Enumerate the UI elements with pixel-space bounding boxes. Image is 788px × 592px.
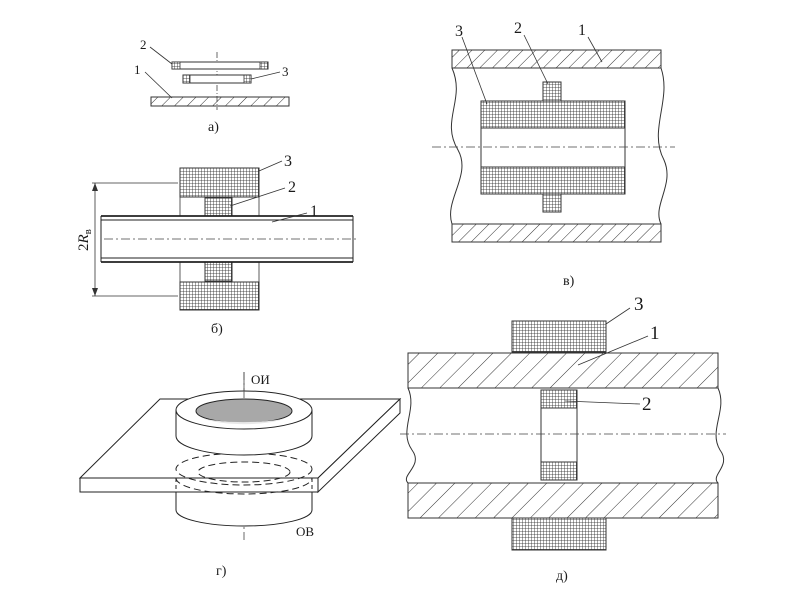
label-2: 2: [514, 20, 522, 37]
label-oi: ОИ: [251, 372, 270, 387]
label-1: 1: [578, 22, 586, 39]
label-ov: ОВ: [296, 524, 314, 539]
coil-3-bottom: [179, 281, 260, 311]
coil-2-bottom: [540, 461, 578, 481]
dim-arrow-bottom: [92, 288, 98, 296]
plate-2: [171, 61, 269, 70]
plate-3-right-end: [243, 74, 252, 84]
wall-bottom-1: [451, 223, 662, 243]
break-line-right: [657, 67, 668, 225]
leader-1: [271, 212, 308, 223]
leader-3: [250, 71, 281, 80]
label-1: 1: [134, 62, 141, 77]
leader-1: [587, 36, 603, 63]
coil-ov-top-dashed: [175, 452, 313, 486]
coil-2-top: [204, 197, 233, 217]
coil-3-bottom: [480, 166, 626, 195]
figure-g: ОИ ОВ г): [78, 372, 402, 579]
caption-g: г): [216, 564, 227, 579]
coil-3-top: [179, 167, 260, 198]
leader-3: [605, 307, 631, 325]
break-line-left: [405, 387, 416, 484]
wall-top-1: [451, 49, 662, 69]
leader-3: [461, 36, 488, 105]
figure-d: 3 1 2 д): [400, 294, 726, 584]
base-plate-1: [150, 96, 290, 107]
caption-d: д): [556, 569, 568, 584]
coil-2-top: [542, 81, 562, 102]
coil-oi-inner-wall: [202, 418, 286, 425]
plate-3: [182, 74, 252, 84]
label-2: 2: [288, 179, 296, 196]
label-3: 3: [455, 23, 463, 40]
caption-b: б): [211, 322, 223, 337]
coil-2-top: [540, 389, 578, 409]
leader-2: [564, 400, 641, 405]
coil-3-top: [480, 100, 626, 129]
caption-a: а): [208, 120, 219, 135]
leader-3: [258, 160, 283, 172]
plate-3-left-end: [182, 74, 191, 84]
label-3: 3: [284, 153, 292, 170]
label-2: 2: [140, 37, 147, 52]
label-3: 3: [282, 64, 289, 79]
leader-1: [144, 71, 173, 99]
figure-b: 2Rв 3 2 1 б): [76, 153, 356, 337]
label-1: 1: [310, 203, 318, 220]
label-2: 2: [642, 394, 652, 415]
figure-v: 3 2 1 в): [432, 20, 675, 289]
leader-2: [229, 187, 286, 207]
label-1: 1: [650, 323, 660, 344]
coil-3-top: [511, 320, 607, 353]
wall-bottom-1: [407, 482, 719, 519]
coil-ov-hidden-edge: [175, 477, 313, 495]
coil-ov-top-inner-dashed: [197, 461, 291, 483]
figure-a: 2 1 3 а): [134, 37, 290, 135]
plate-side-face: [317, 397, 401, 494]
leader-2: [523, 34, 549, 85]
coil-3-bottom: [511, 517, 607, 551]
wall-top-1: [407, 352, 719, 389]
leader-1: [577, 335, 649, 366]
dim-arrow-top: [92, 183, 98, 191]
break-line-left: [450, 67, 463, 225]
dimension-label: 2Rв: [76, 229, 94, 251]
break-line-right: [715, 387, 725, 484]
coil-oi-inner-shade: [195, 398, 293, 424]
label-3: 3: [634, 294, 644, 315]
plate-2-right-end: [259, 61, 269, 70]
coil-2-bottom: [542, 193, 562, 213]
coil-ov-hidden-sides: [175, 478, 313, 492]
caption-v: в): [563, 274, 575, 289]
coil-2-bottom: [204, 261, 233, 282]
leader-2: [149, 46, 173, 65]
plate-2-left-end: [171, 61, 181, 70]
